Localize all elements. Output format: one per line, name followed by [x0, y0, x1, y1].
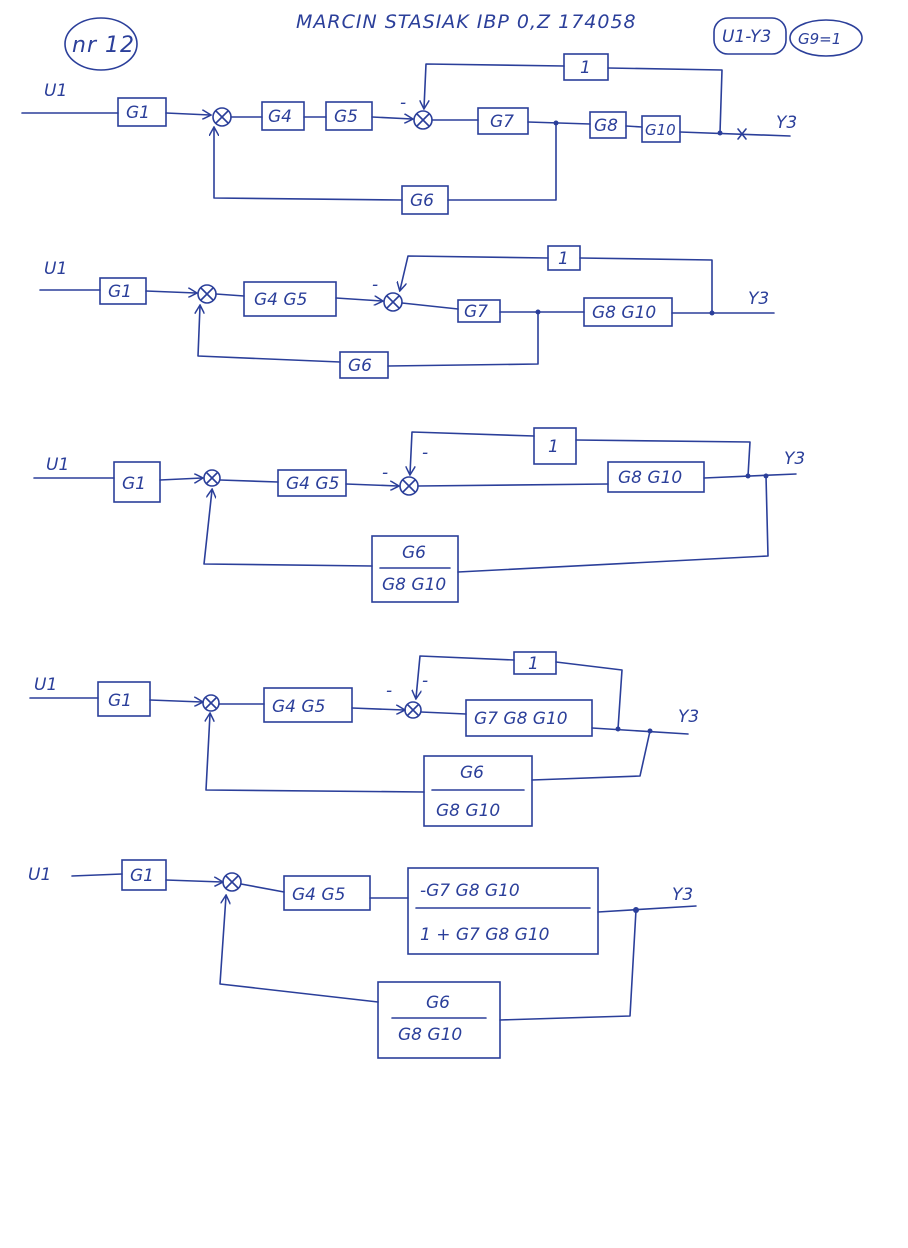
block-g8g10 [607, 461, 705, 493]
path-label: U1-Y3 [722, 27, 771, 47]
output-label: Y3 [776, 113, 797, 133]
input-label: U1 [34, 675, 57, 695]
block-g1-label: G1 [108, 282, 132, 302]
block-g4g5-label: G4 G5 [272, 697, 325, 717]
summing-junction-1 [202, 694, 220, 712]
block-g7g8g10 [465, 699, 593, 737]
block-g1 [117, 97, 167, 127]
fraction-denominator: G8 G10 [382, 575, 446, 595]
input-label: U1 [28, 865, 51, 885]
block-unity [533, 427, 577, 465]
block-unity-label: 1 [548, 437, 559, 457]
block-g1 [121, 859, 167, 891]
block-feedback-fraction [377, 981, 501, 1059]
block-g4g5-label: G4 G5 [292, 885, 345, 905]
block-g4-label: G4 [268, 107, 292, 127]
author-line: MARCIN STASIAK IBP 0,Z 174058 [296, 11, 637, 33]
input-label: U1 [46, 455, 69, 475]
block-g10-label: G10 [645, 121, 676, 139]
block-g6 [339, 351, 389, 379]
block-g1 [113, 461, 161, 503]
block-g4g5-label: G4 G5 [286, 474, 339, 494]
fraction-numerator: G6 [402, 543, 426, 563]
block-g1 [97, 681, 151, 717]
summing-junction-2 [383, 292, 403, 312]
block-g8g10-label: G8 G10 [618, 468, 682, 488]
block-g1-label: G1 [108, 691, 132, 711]
block-g6-label: G6 [410, 191, 434, 211]
diagram-5: U1 G1 G4 G5 -G7 G8 G10 1 + G7 G8 G10 Y3 … [28, 859, 697, 1059]
path-label-frame [713, 17, 787, 55]
diagram-2: U1 G1 G4 G5 - G7 G8 G10 Y3 1 G6 [39, 245, 775, 379]
minus-sign: - [382, 463, 388, 483]
block-g8 [589, 111, 627, 139]
fraction-numerator: G6 [426, 993, 450, 1013]
assumption-label: G9=1 [798, 30, 841, 48]
block-g10 [641, 115, 681, 143]
assumption-circle [789, 19, 863, 57]
block-unity [563, 53, 609, 81]
block-g4g5 [283, 875, 371, 911]
block-g8g10-label: G8 G10 [592, 303, 656, 323]
block-g4 [261, 101, 305, 131]
block-g4g5 [243, 281, 337, 317]
block-closed-loop [407, 867, 599, 955]
diagram-4: U1 G1 G4 G5 - - G7 G8 G10 Y3 1 G6 G8 G10 [29, 651, 699, 827]
block-feedback-fraction [371, 535, 459, 603]
block-g4g5 [263, 687, 353, 723]
block-g7 [477, 107, 529, 135]
output-label: Y3 [748, 289, 769, 309]
block-unity [513, 651, 557, 675]
block-g8-label: G8 [594, 116, 618, 136]
minus-sign-2: - [422, 671, 428, 691]
block-g7g8g10-label: G7 G8 G10 [474, 709, 568, 729]
input-label: U1 [44, 259, 67, 279]
summing-junction-2 [404, 701, 422, 719]
block-g8g10 [583, 297, 673, 327]
page-number: nr 12 [72, 33, 135, 58]
page-number-circle [64, 17, 138, 71]
block-g5-label: G5 [334, 107, 358, 127]
header: MARCIN STASIAK IBP 0,Z 174058 nr 12 U1-Y… [64, 11, 863, 71]
minus-sign: - [386, 681, 392, 701]
minus-sign: - [372, 275, 378, 295]
output-label: Y3 [678, 707, 699, 727]
block-g4g5-label: G4 G5 [254, 290, 307, 310]
block-g1-label: G1 [130, 866, 154, 886]
block-unity-label: 1 [528, 654, 539, 674]
block-g5 [325, 101, 373, 131]
fraction-denominator: G8 G10 [436, 801, 500, 821]
minus-sign-2: - [422, 443, 428, 463]
block-g1-label: G1 [122, 474, 146, 494]
block-g7-label: G7 [464, 302, 488, 322]
closed-loop-numerator: -G7 G8 G10 [420, 881, 520, 901]
fraction-denominator: G8 G10 [398, 1025, 462, 1045]
output-label: Y3 [672, 885, 693, 905]
block-unity-label: 1 [580, 58, 591, 78]
block-g4g5 [277, 469, 347, 497]
input-label: U1 [44, 81, 67, 101]
block-g7 [457, 299, 501, 323]
fraction-numerator: G6 [460, 763, 484, 783]
summing-junction-1 [222, 872, 242, 892]
closed-loop-denominator: 1 + G7 G8 G10 [420, 925, 549, 945]
block-g6-label: G6 [348, 356, 372, 376]
output-label: Y3 [784, 449, 805, 469]
block-g1-label: G1 [126, 103, 150, 123]
block-feedback-fraction [423, 755, 533, 827]
block-unity-label: 1 [558, 249, 569, 269]
minus-sign: - [400, 93, 406, 113]
diagram-3: U1 G1 G4 G5 - - G8 G10 Y3 1 G6 G8 G10 [33, 427, 805, 603]
block-g7-label: G7 [490, 112, 514, 132]
summing-junction-1 [203, 469, 221, 487]
diagram-1: U1 G1 G4 G5 - G7 G8 G10 Y3 1 [21, 53, 797, 215]
